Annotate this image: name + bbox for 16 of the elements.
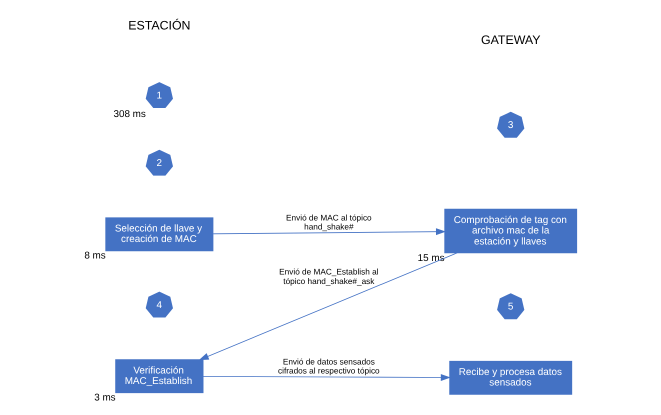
edge-label: Envió de datos sensados cifrados al respectivo tópico (278, 358, 380, 376)
node-box: Recibe y procesa datos sensados (449, 360, 572, 395)
edge-label: Envió de MAC_Establish al tópico hand_shake#_ask (279, 268, 379, 286)
edge-label: Envió de MAC al tópico hand_shake# (286, 213, 372, 232)
node-label: 15 ms (418, 252, 445, 264)
node-box: Verificación MAC_Establish (115, 359, 204, 394)
arrow (212, 228, 446, 236)
arrow (203, 374, 451, 381)
node-label: 3 ms (94, 392, 116, 404)
node-box: Selección de llave y creación de MAC (105, 217, 214, 252)
node-box: Comprobación de tag con archivo mac de la estación y llaves (444, 208, 578, 254)
label: ESTACIÓN (128, 18, 190, 32)
label: GATEWAY (480, 33, 540, 48)
arrow (198, 252, 458, 360)
node-label: 8 ms (84, 250, 106, 262)
node-label: 308 ms (113, 108, 146, 120)
